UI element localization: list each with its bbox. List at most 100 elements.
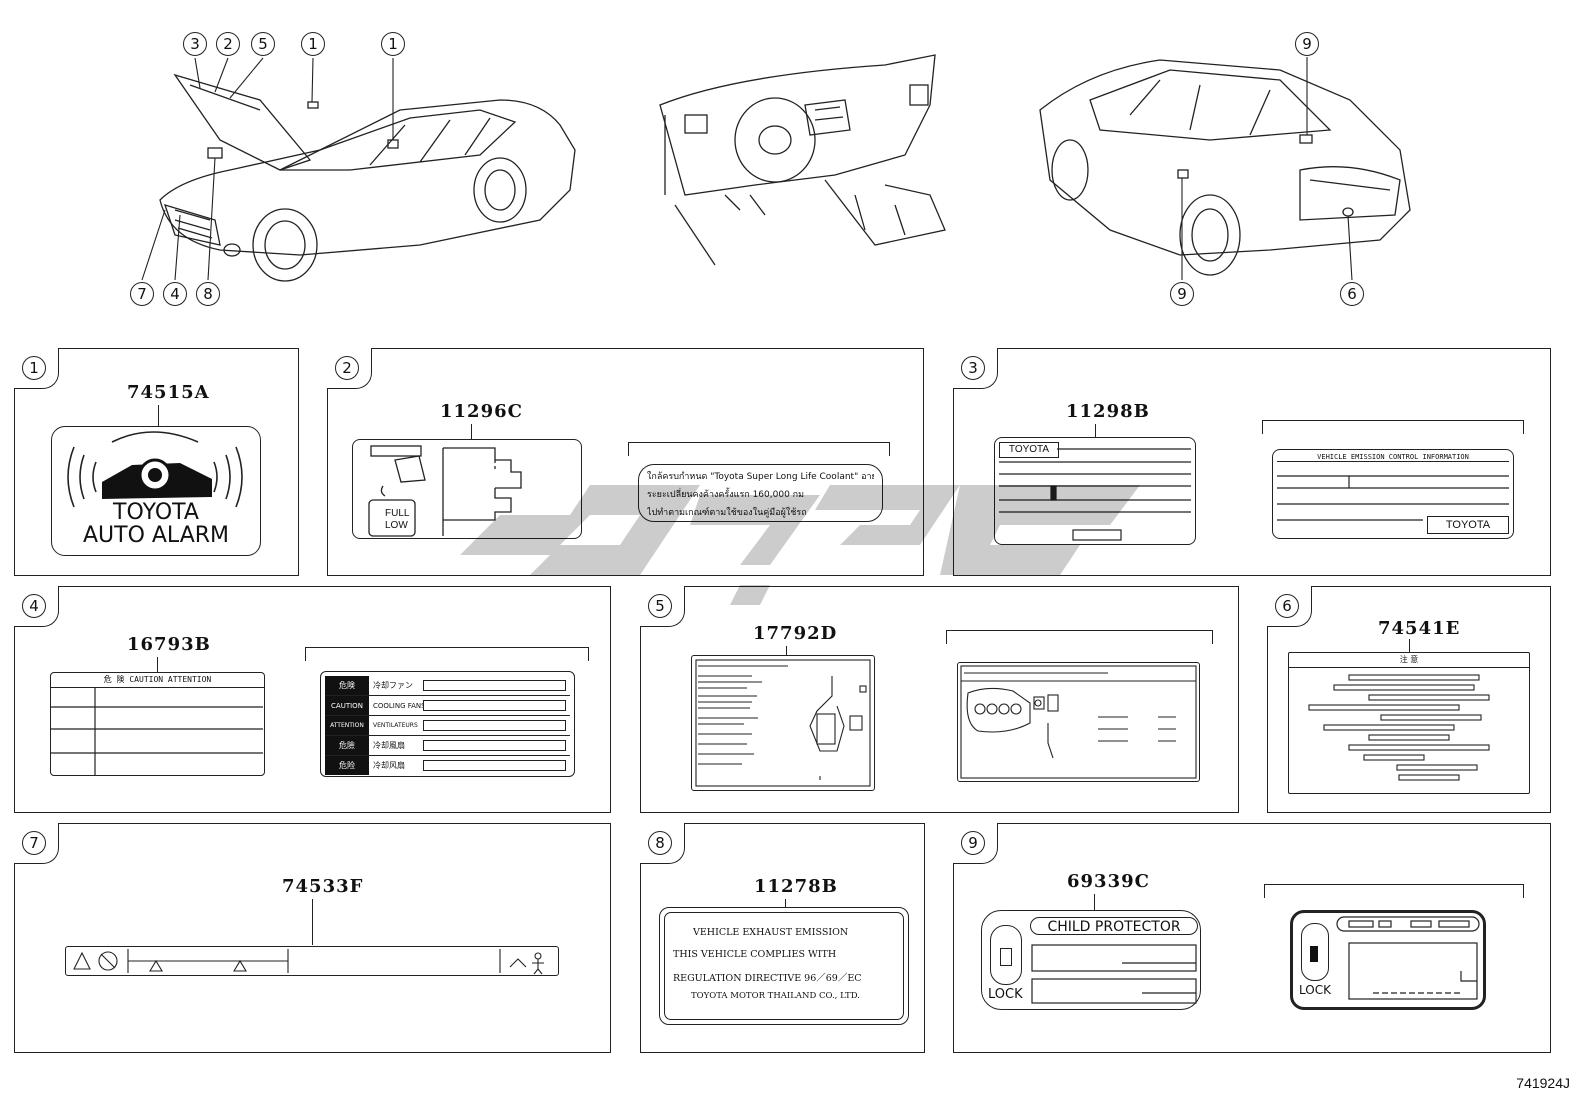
coolant-low: LOW xyxy=(385,520,408,531)
callout-6: 6 xyxy=(1340,282,1364,306)
lock-switch-icon xyxy=(990,925,1022,985)
info-label-lines xyxy=(1308,674,1490,781)
fan-row-1-label: CAUTION xyxy=(325,696,369,715)
fan-row-4-field xyxy=(423,760,566,771)
panel-5-part-number: 17792D xyxy=(753,623,838,644)
fan-row-4-text: 冷却风扇 xyxy=(373,761,405,770)
alarm-car-icon xyxy=(67,431,243,508)
coolant-full: FULL xyxy=(385,508,410,519)
panel-6-leader xyxy=(1409,639,1410,653)
panel-7-number: 7 xyxy=(22,831,46,855)
info-label-header: 注 意 xyxy=(1289,653,1529,668)
panel-7: 7 74533F xyxy=(14,823,611,1053)
panel-2-tab: 2 xyxy=(327,348,372,389)
panel-2-part-number: 11296C xyxy=(440,401,523,422)
fan-row-3-text: 冷却風扇 xyxy=(373,741,405,750)
child-protector-b-header xyxy=(1336,916,1480,932)
panel-1-part-number: 74515A xyxy=(127,382,210,403)
thai-coolant-label: ใกล้ครบกำหนด "Toyota Super Long Life Coo… xyxy=(638,464,883,522)
exhaust-emission-inner: VEHICLE EXHAUST EMISSION THIS VEHICLE CO… xyxy=(664,912,904,1020)
fan-caution-grid xyxy=(51,687,263,775)
panel-8-tab: 8 xyxy=(640,823,685,864)
panel-6-number: 6 xyxy=(1275,594,1299,618)
panel-8-part-number: 11278B xyxy=(754,876,838,897)
callout-5: 5 xyxy=(251,32,275,56)
panel-2-leader xyxy=(471,424,472,440)
engine-routing-label-a xyxy=(691,655,875,791)
interior-illustration xyxy=(659,54,946,266)
panel-4-tab: 4 xyxy=(14,586,59,627)
fan-row-3-label: 危險 xyxy=(325,736,369,755)
info-label-74541e: 注 意 xyxy=(1288,652,1530,794)
emission-info-label-b: VEHICLE EMISSION CONTROL INFORMATION TOY… xyxy=(1272,449,1514,539)
panel-2-number: 2 xyxy=(335,356,359,380)
toyota-brand-b: TOYOTA xyxy=(1427,516,1509,534)
panel-6: 6 74541E 注 意 xyxy=(1267,586,1551,813)
exhaust-line-1: VEHICLE EXHAUST EMISSION xyxy=(693,927,849,938)
engine-routing-label-b xyxy=(957,662,1200,782)
callout-3: 3 xyxy=(183,32,207,56)
callout-4: 4 xyxy=(163,282,187,306)
emission-info-label-a: TOYOTA xyxy=(994,437,1196,545)
airbag-warning-icons xyxy=(73,949,544,975)
fan-row-4-label: 危险 xyxy=(325,756,369,775)
fan-row-2-field xyxy=(423,720,566,731)
thai-line-1: ใกล้ครบกำหนด "Toyota Super Long Life Coo… xyxy=(647,472,874,482)
panel-9-leader xyxy=(1094,894,1095,910)
child-protector-title: CHILD PROTECTOR xyxy=(1030,917,1198,935)
panel-9-number: 9 xyxy=(961,831,985,855)
vehicle-emission-control: VEHICLE EMISSION CONTROL INFORMATION xyxy=(1277,453,1509,462)
panel-7-tab: 7 xyxy=(14,823,59,864)
emission-info-lines-b xyxy=(1277,475,1509,521)
alarm-text-line1: TOYOTA xyxy=(113,500,199,525)
panel-1-leader xyxy=(158,405,159,427)
panel-8-leader xyxy=(785,899,786,907)
fan-row-2-text: VENTILATEURS xyxy=(373,722,418,729)
callout-1a: 1 xyxy=(301,32,325,56)
panel-4: 4 16793B 危 険 CAUTION ATTENTION 危険冷却ファン C… xyxy=(14,586,611,813)
panel-8: 8 11278B VEHICLE EXHAUST EMISSION THIS V… xyxy=(640,823,925,1053)
panel-6-tab: 6 xyxy=(1267,586,1312,627)
panel-7-leader xyxy=(312,899,313,945)
lock-switch-icon-b xyxy=(1301,923,1329,981)
lock-switch-knob-b xyxy=(1310,946,1318,962)
panel-9-tab: 9 xyxy=(953,823,998,864)
panel-3-number: 3 xyxy=(961,356,985,380)
diagram-code: 741924J xyxy=(1516,1075,1570,1091)
rear-car-illustration xyxy=(1039,57,1411,281)
exhaust-line-4: TOYOTA MOTOR THAILAND CO., LTD. xyxy=(691,991,860,1001)
panel-2-bracket xyxy=(628,442,890,456)
fan-row-3-field xyxy=(423,740,566,751)
panel-7-part-number: 74533F xyxy=(282,876,364,897)
panel-5-leader xyxy=(786,646,787,658)
panel-9-part-number: 69339C xyxy=(1067,871,1150,892)
panel-2: 2 11296C FULL LOW ใกล้ครบกำหนด "Toyota S… xyxy=(327,348,924,576)
child-protector-label-b: LOCK xyxy=(1290,910,1486,1010)
panel-5-tab: 5 xyxy=(640,586,685,627)
child-protector-b-lines xyxy=(1348,942,1478,1000)
callout-1b: 1 xyxy=(381,32,405,56)
auto-alarm-label: TOYOTA AUTO ALARM xyxy=(51,426,261,556)
callout-7: 7 xyxy=(130,282,154,306)
thai-line-2: ระยะเปลี่ยนคงค้างครั้งแรก 160,000 กม xyxy=(647,490,805,500)
engine-routing-drawing-a xyxy=(695,659,871,787)
panel-9: 9 69339C CHILD PROTECTOR LOCK xyxy=(953,823,1551,1053)
lock-text: LOCK xyxy=(988,987,1023,1002)
panel-3-tab: 3 xyxy=(953,348,998,389)
panel-4-part-number: 16793B xyxy=(127,634,211,655)
panel-1-tab: 1 xyxy=(14,348,59,389)
fan-caution-header: 危 険 CAUTION ATTENTION xyxy=(51,673,264,688)
callout-9-bottom: 9 xyxy=(1170,282,1194,306)
panel-3: 3 11298B TOYOTA VEHICLE EMISSION CONTROL… xyxy=(953,348,1551,576)
panel-9-bracket xyxy=(1264,884,1524,898)
thai-line-3: ไปทำตามเกณฑ์ตามใช้ของในคู่มือผู้ใช้รถ xyxy=(647,508,807,518)
callout-9-top: 9 xyxy=(1295,32,1319,56)
panel-8-number: 8 xyxy=(648,831,672,855)
child-protector-label: CHILD PROTECTOR LOCK xyxy=(981,910,1201,1010)
panel-1-number: 1 xyxy=(22,356,46,380)
toyota-brand-a: TOYOTA xyxy=(999,442,1059,458)
alarm-text-line2: AUTO ALARM xyxy=(82,523,230,548)
